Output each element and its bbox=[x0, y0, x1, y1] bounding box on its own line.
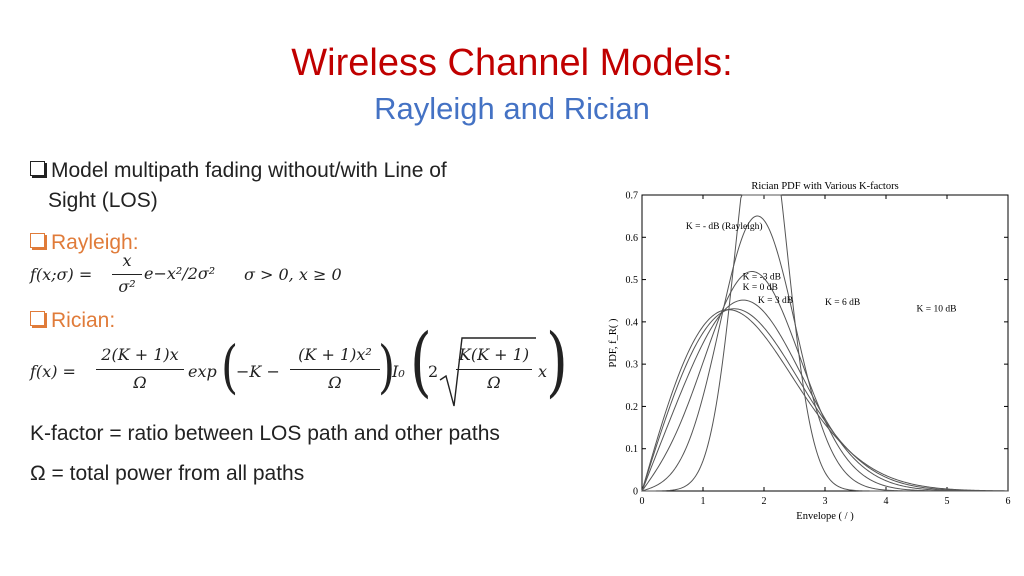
rayleigh-fraction-bar bbox=[112, 274, 142, 275]
x-tick-label: 0 bbox=[640, 496, 645, 507]
series-line-4 bbox=[641, 215, 1008, 492]
series-line-2 bbox=[641, 299, 1008, 492]
x-tick-label: 5 bbox=[945, 496, 950, 507]
x-tick-label: 4 bbox=[884, 496, 889, 507]
y-tick-label: 0.1 bbox=[626, 444, 639, 455]
y-tick-label: 0.4 bbox=[626, 317, 639, 328]
bullet-rician-text: Rician: bbox=[51, 309, 116, 332]
slide-title: Wireless Channel Models: bbox=[291, 42, 733, 84]
x-tick-label: 1 bbox=[701, 496, 706, 507]
rician-outer-close-paren: ) bbox=[546, 318, 568, 407]
rician-sqrt-numerator: K(K + 1) bbox=[458, 345, 530, 364]
series-label-5: K = 10 dB bbox=[917, 304, 957, 314]
bullet-rayleigh-text: Rayleigh: bbox=[51, 231, 139, 254]
series-label-3: K = 3 dB bbox=[758, 296, 793, 306]
rician-bessel: I₀ bbox=[392, 362, 405, 381]
rician-fraction-denominator: Ω bbox=[133, 373, 147, 392]
series-line-0 bbox=[641, 309, 1009, 492]
series-label-4: K = 6 dB bbox=[825, 298, 860, 308]
y-tick-label: 0.2 bbox=[626, 402, 639, 413]
bullet-multipath: Model multipath fading without/with Line… bbox=[30, 157, 447, 185]
series-label-1: K = -3 dB bbox=[743, 273, 781, 283]
series-line-5 bbox=[642, 194, 1008, 492]
y-tick-label: 0.3 bbox=[626, 360, 639, 371]
y-tick-label: 0 bbox=[633, 487, 638, 498]
omega-definition: Ω = total power from all paths bbox=[30, 462, 305, 485]
rician-outer-open-paren: ( bbox=[410, 318, 432, 407]
x-tick-label: 2 bbox=[762, 496, 767, 507]
rayleigh-lhs: f(x;σ) = bbox=[30, 265, 93, 284]
chart-title: Rician PDF with Various K-factors bbox=[751, 181, 898, 192]
rician-pdf-chart: Rician PDF with Various K-factors 0 1 2 3 4 5 6… bbox=[608, 181, 1011, 522]
series-label-2: K = 0 dB bbox=[743, 283, 778, 293]
rician-inner-numerator: (K + 1)x² bbox=[298, 345, 372, 364]
x-axis-label: Envelope ( / ) bbox=[796, 511, 854, 522]
kfactor-definition: K-factor = ratio between LOS path and ot… bbox=[30, 422, 500, 445]
bullet-rayleigh: Rayleigh: bbox=[30, 229, 139, 257]
y-tick-label: 0.7 bbox=[626, 191, 639, 202]
rician-fraction-bar bbox=[96, 369, 184, 370]
x-tick-label: 3 bbox=[823, 496, 828, 507]
series-label-0: K = - dB (Rayleigh) bbox=[686, 221, 763, 232]
bullet-rician: Rician: bbox=[30, 307, 115, 335]
x-tick-label: 6 bbox=[1006, 496, 1011, 507]
rician-open-paren: ( bbox=[221, 334, 239, 401]
rician-two: 2 bbox=[428, 362, 439, 381]
checkbox-bullet-icon bbox=[30, 233, 45, 248]
rician-sqrt-sign bbox=[439, 337, 536, 407]
checkbox-bullet-icon bbox=[30, 161, 45, 176]
rayleigh-numerator: x bbox=[122, 251, 132, 270]
rician-inner-denominator: Ω bbox=[328, 373, 342, 392]
rayleigh-condition: σ > 0, x ≥ 0 bbox=[244, 265, 342, 284]
bullet-multipath-text: Model multipath fading without/with Line… bbox=[51, 159, 447, 182]
rician-minus-k: −K − bbox=[236, 362, 280, 381]
slide-subtitle: Rayleigh and Rician bbox=[374, 91, 650, 126]
rician-sqrt-fraction-bar bbox=[456, 369, 532, 370]
rician-fraction-numerator: 2(K + 1)x bbox=[101, 345, 179, 364]
checkbox-bullet-icon bbox=[30, 311, 45, 326]
y-tick-label: 0.5 bbox=[626, 275, 639, 286]
rayleigh-exponential: e−x²/2σ² bbox=[144, 264, 216, 283]
rician-sqrt-denominator: Ω bbox=[487, 373, 501, 392]
rician-x: x bbox=[538, 362, 548, 381]
rician-close-paren: ) bbox=[378, 334, 396, 401]
y-tick-label: 0.6 bbox=[626, 233, 639, 244]
y-axis-label: PDF, f_R( ) bbox=[608, 318, 619, 368]
bullet-multipath-continued: Sight (LOS) bbox=[48, 189, 158, 212]
rayleigh-denominator: σ² bbox=[118, 277, 136, 296]
rician-inner-fraction-bar bbox=[290, 369, 380, 370]
rician-exp: exp bbox=[188, 362, 217, 381]
rician-lhs: f(x) = bbox=[30, 362, 76, 381]
